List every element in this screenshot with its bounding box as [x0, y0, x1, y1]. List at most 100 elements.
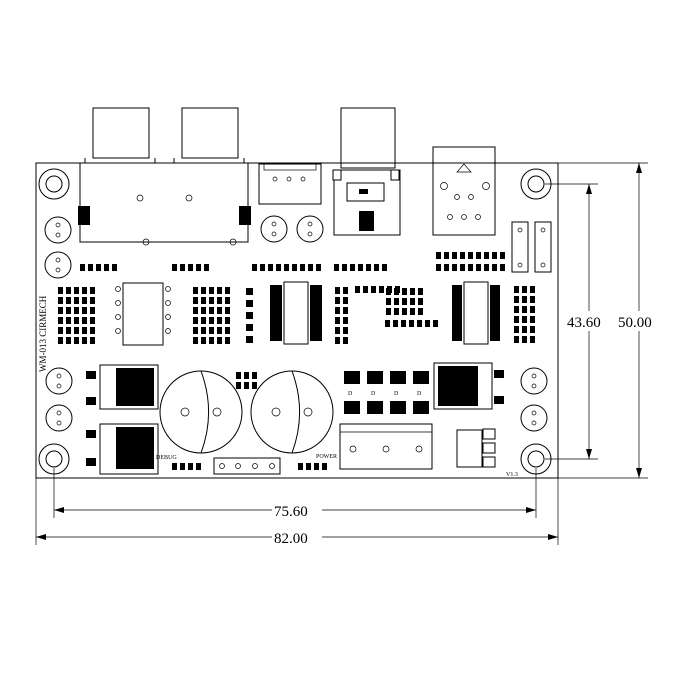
smd-pad [193, 317, 198, 324]
smd-pad [193, 287, 198, 294]
smd-pad [522, 296, 527, 303]
smd-pad [82, 297, 87, 304]
smd-pad [484, 252, 489, 259]
smd-pad [276, 264, 281, 271]
smd-pad [236, 372, 241, 379]
smd-pad [366, 264, 371, 271]
smd-pad [522, 316, 527, 323]
smd-pad [58, 327, 63, 334]
smd-pad [355, 286, 360, 293]
smd-pad [343, 317, 348, 324]
smd-pad [74, 337, 79, 344]
jack-footprint [78, 162, 251, 246]
smd-pad [193, 327, 198, 334]
smd-pad [418, 288, 423, 295]
smd-pad [418, 308, 423, 315]
smd-pad [335, 317, 340, 324]
smd-pad [209, 317, 214, 324]
dimension-overall-height: 50.00 [616, 163, 664, 478]
smd-pad [522, 336, 527, 343]
smd-pad [74, 307, 79, 314]
smd-pad [350, 264, 355, 271]
smd-pad [217, 317, 222, 324]
smd-pad [343, 287, 348, 294]
transistor-group [44, 215, 548, 432]
smd-pad [104, 264, 109, 271]
smd-pad [246, 288, 253, 295]
svg-text:75.60: 75.60 [274, 504, 308, 520]
smd-pad [90, 307, 95, 314]
smd-pad [393, 320, 398, 327]
smd-ic [270, 281, 322, 345]
rj-jack-connector [432, 146, 496, 236]
smd-pad [217, 287, 222, 294]
svg-text:43.60: 43.60 [567, 315, 601, 331]
smd-pad [180, 264, 185, 271]
smd-pad [172, 264, 177, 271]
smd-pad [530, 286, 535, 293]
smd-pad [522, 286, 527, 293]
smd-pad [358, 264, 363, 271]
smd-pad [180, 463, 185, 470]
svg-text:50.00: 50.00 [618, 315, 652, 331]
smd-pad [401, 320, 406, 327]
smd-pad [514, 306, 519, 313]
smd-pad [476, 264, 481, 271]
smd-pad [252, 382, 257, 389]
smd-pad [225, 327, 230, 334]
smd-pad [386, 298, 391, 305]
smd-pad [444, 252, 449, 259]
smd-pad [306, 463, 311, 470]
smd-pad [500, 252, 505, 259]
smd-pad [363, 286, 368, 293]
smd-pad [244, 372, 249, 379]
dimension-overall-width: 82.00 [36, 527, 558, 547]
smd-pad [386, 308, 391, 315]
smd-pad [300, 264, 305, 271]
smd-pad [246, 300, 253, 307]
smd-pad [74, 287, 79, 294]
smd-pad [386, 288, 391, 295]
smd-ic [452, 281, 500, 345]
smd-pad [385, 320, 390, 327]
smd-pad [308, 264, 313, 271]
smd-pad [394, 288, 399, 295]
smd-pad [492, 264, 497, 271]
smd-pad [402, 288, 407, 295]
smd-pad [252, 264, 257, 271]
electrolytic-capacitor [159, 370, 243, 454]
smd-pad [530, 336, 535, 343]
debug-label: DEBUG [156, 455, 177, 461]
smd-pad [193, 307, 198, 314]
smd-pad [371, 286, 376, 293]
smd-pad [193, 337, 198, 344]
three-pin-header [258, 163, 322, 205]
power-label: POWER [316, 454, 337, 460]
svg-text:82.00: 82.00 [274, 531, 308, 547]
smd-pad [433, 320, 438, 327]
debug-header [213, 457, 281, 475]
smd-pad [335, 287, 340, 294]
board-version-label: V1.3 [506, 472, 518, 478]
smd-pad [394, 308, 399, 315]
smd-pad [74, 327, 79, 334]
smd-pad [58, 307, 63, 314]
smd-pad [58, 317, 63, 324]
smd-pad [58, 287, 63, 294]
smd-pad [204, 264, 209, 271]
smd-pad [193, 297, 198, 304]
smd-pad [374, 264, 379, 271]
smd-pad [252, 372, 257, 379]
svg-text:D: D [348, 391, 353, 397]
smd-pad [298, 463, 303, 470]
smd-pad [217, 327, 222, 334]
smd-pad [284, 264, 289, 271]
board-silkscreen-label: WM-013 CIRMECH [38, 295, 48, 372]
smd-pad [484, 264, 489, 271]
smd-pad [492, 252, 497, 259]
smd-pad [292, 264, 297, 271]
smd-pad [452, 264, 457, 271]
smd-pad [522, 306, 527, 313]
smd-pad [74, 297, 79, 304]
smd-pad [436, 252, 441, 259]
